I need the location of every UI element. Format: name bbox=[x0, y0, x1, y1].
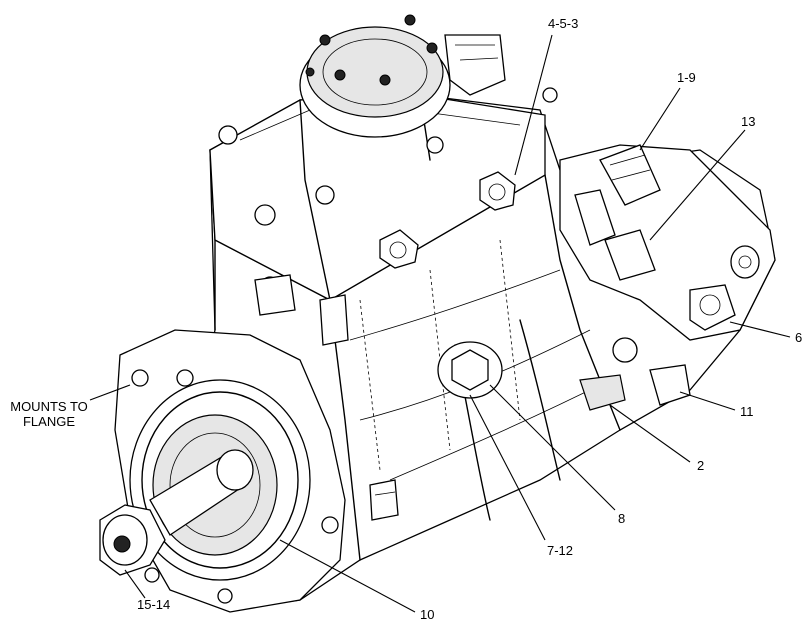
sensor-assembly bbox=[559, 144, 776, 341]
side-fittings bbox=[579, 337, 691, 411]
side-details bbox=[254, 274, 399, 521]
callout-7-12: 7-12 bbox=[547, 543, 574, 558]
callout-13: 13 bbox=[741, 114, 756, 129]
callout-1-9: 1-9 bbox=[677, 70, 696, 85]
callout-mounts-to-flange: MOUNTS TO FLANGE bbox=[10, 399, 88, 429]
callout-6: 6 bbox=[795, 330, 803, 345]
outlet-fittings bbox=[379, 171, 516, 269]
callout-4-5-3: 4-5-3 bbox=[548, 16, 579, 31]
callout-8: 8 bbox=[618, 511, 626, 526]
plug-8 bbox=[437, 341, 503, 399]
pump-head bbox=[209, 14, 558, 301]
callout-10: 10 bbox=[420, 607, 435, 622]
drive-shaft bbox=[99, 449, 254, 576]
leader-lines bbox=[89, 34, 791, 613]
callout-2: 2 bbox=[697, 458, 705, 473]
callout-15-14: 15-14 bbox=[137, 597, 171, 612]
callout-11: 11 bbox=[740, 404, 754, 419]
